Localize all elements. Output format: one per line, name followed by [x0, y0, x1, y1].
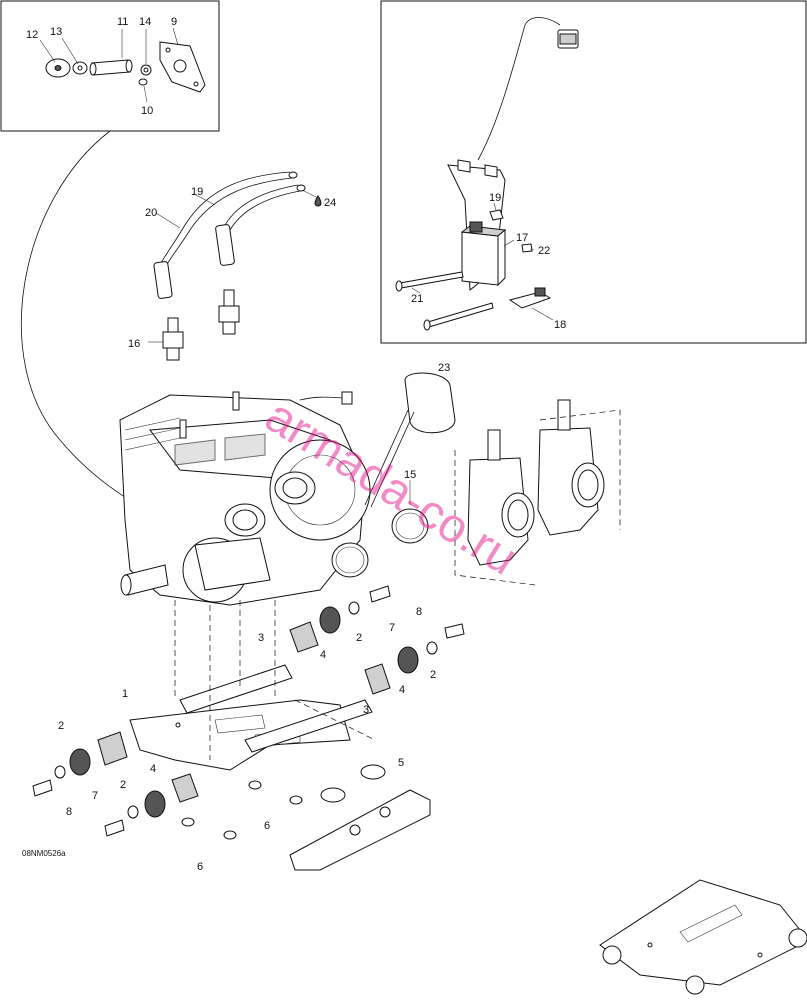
callout-20: 20	[145, 207, 157, 219]
callout-8: 8	[66, 806, 72, 818]
callout-labels: 1 2 2 2 2 3 3 4 4 4 5 6 6 7 7 8 8 9 10 1…	[26, 16, 566, 873]
callout-18: 18	[554, 319, 566, 331]
carburetors	[454, 399, 621, 586]
reference-code: 08NM0526a	[22, 849, 66, 858]
callout-7: 7	[389, 622, 395, 634]
callout-22: 22	[538, 245, 550, 257]
engine-mount-assembly	[32, 585, 465, 871]
inset-parts-right	[395, 17, 579, 331]
inset-parts-left	[39, 27, 206, 103]
callout-12: 12	[26, 29, 38, 41]
callout-15: 15	[404, 469, 416, 481]
callout-4: 4	[150, 763, 156, 775]
callout-2: 2	[430, 669, 436, 681]
callout-24: 24	[324, 197, 336, 209]
engine-block	[119, 391, 371, 606]
callout-19: 19	[191, 186, 203, 198]
callout-4: 4	[399, 684, 405, 696]
callout-17: 17	[516, 232, 528, 244]
callout-2: 2	[356, 632, 362, 644]
callout-3: 3	[258, 632, 264, 644]
callout-1: 1	[122, 688, 128, 700]
callout-9: 9	[171, 16, 177, 28]
callout-21: 21	[411, 293, 423, 305]
spark-plug-wires	[153, 171, 322, 299]
callout-14: 14	[139, 16, 151, 28]
callout-7: 7	[92, 790, 98, 802]
callout-2: 2	[120, 779, 126, 791]
bracket-detail-bottom-right	[599, 879, 807, 995]
callout-5: 5	[398, 757, 404, 769]
callout-11: 11	[117, 16, 128, 28]
spark-plugs	[148, 289, 240, 361]
callout-10: 10	[141, 105, 153, 117]
callout-8: 8	[416, 606, 422, 618]
callout-4: 4	[320, 649, 326, 661]
strap-and-clamps	[331, 372, 456, 578]
inset-box-top-right	[380, 0, 807, 344]
callout-6: 6	[264, 820, 270, 832]
callout-16: 16	[128, 338, 140, 350]
callout-3: 3	[363, 704, 369, 716]
callout-2: 2	[58, 720, 64, 732]
callout-19: 19	[489, 192, 501, 204]
callout-6: 6	[197, 861, 203, 873]
callout-23: 23	[438, 362, 450, 374]
callout-13: 13	[50, 26, 62, 38]
